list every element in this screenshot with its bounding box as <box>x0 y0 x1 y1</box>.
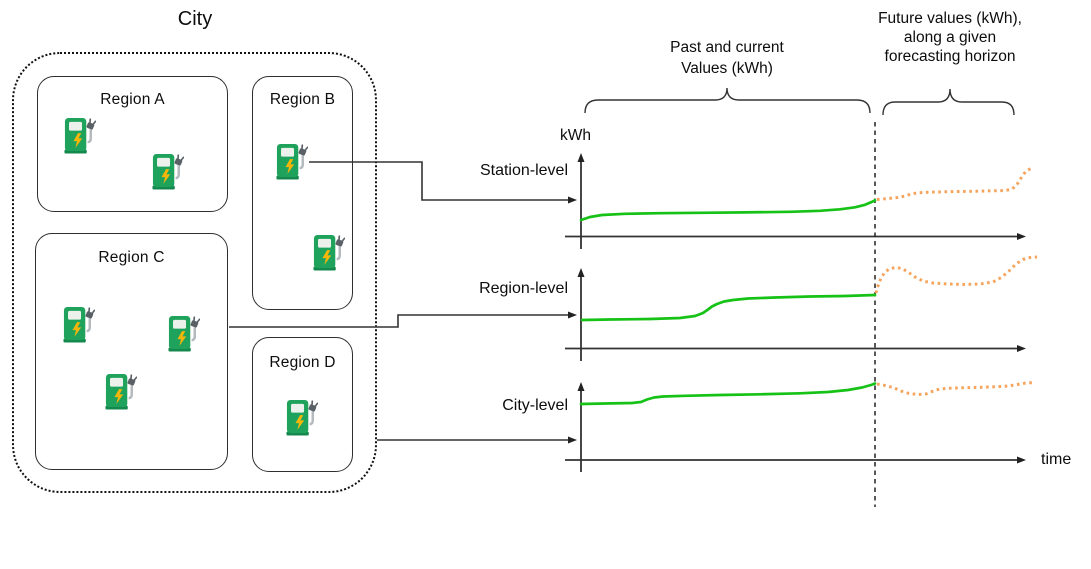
region-level-label: Region-level <box>479 280 568 297</box>
region-level-forecast-curve <box>874 255 1038 294</box>
past-values-brace <box>584 87 871 114</box>
region-c-box: Region C <box>35 233 228 470</box>
future-values-brace <box>882 88 1015 116</box>
region-d-label: Region D <box>269 354 336 371</box>
chart-curves <box>579 167 1038 406</box>
city-level-forecast-curve <box>876 381 1034 396</box>
kwh-axis-label: kWh <box>560 127 591 144</box>
city-level-past-curve <box>579 382 877 406</box>
region-d-box: Region D <box>252 337 353 472</box>
region-a-label: Region A <box>100 91 165 108</box>
city-title: City <box>177 8 213 30</box>
city-boundary <box>12 52 377 493</box>
station-level-forecast-curve <box>876 167 1032 201</box>
future-values-annotation: Future values (kWh), along a given forec… <box>878 10 1022 65</box>
region-connector-arrow <box>229 311 577 328</box>
region-level-past-curve <box>580 293 877 322</box>
station-connector-arrow <box>309 161 577 204</box>
region-a-box: Region A <box>37 76 228 212</box>
station-level-label: Station-level <box>479 162 568 179</box>
region-b-box: Region B <box>252 76 353 310</box>
region-b-label: Region B <box>269 91 336 108</box>
past-values-annotation: Past and current Values (kWh) <box>670 39 784 77</box>
time-axis-label: time <box>1041 451 1072 468</box>
station-level-past-curve <box>579 198 877 222</box>
region-c-label: Region C <box>98 249 165 266</box>
city-level-label: City-level <box>502 397 568 414</box>
